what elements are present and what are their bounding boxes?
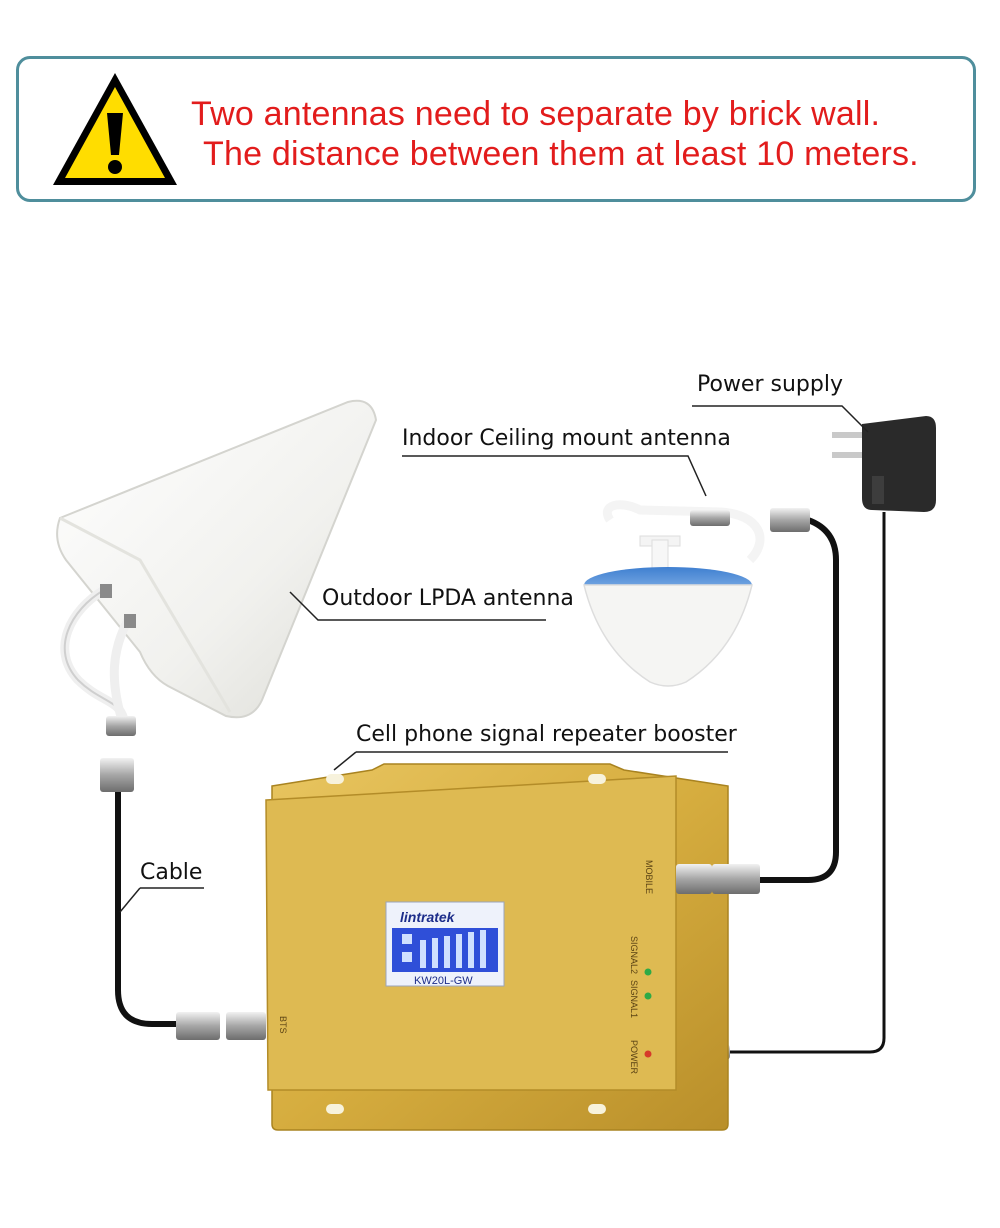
indoor-antenna-label: Indoor Ceiling mount antenna xyxy=(402,426,731,451)
device-model: KW20L-GW xyxy=(414,975,473,987)
power-supply-label: Power supply xyxy=(697,372,843,397)
bts-port-label: BTS xyxy=(278,1016,288,1034)
signal2-label: SIGNAL2 xyxy=(629,936,639,974)
signal-booster-image: lintratek KW20L-GW BTS MOBILE SIGNAL1 SI… xyxy=(176,763,760,1131)
outdoor-cable xyxy=(115,790,176,1027)
mobile-port-connector xyxy=(676,864,712,894)
outdoor-antenna-label: Outdoor LPDA antenna xyxy=(322,586,574,611)
outdoor-lpda-antenna-image xyxy=(56,399,378,736)
device-brand: lintratek xyxy=(400,909,456,925)
warning-triangle-icon xyxy=(53,73,177,185)
mobile-port-cable xyxy=(760,517,839,883)
power-led-label: POWER xyxy=(629,1040,639,1075)
warning-banner: Two antennas need to separate by brick w… xyxy=(16,56,976,202)
outdoor-cable-connector-top xyxy=(100,758,134,792)
leader-lines xyxy=(119,405,869,913)
indoor-antenna-connector xyxy=(770,508,810,532)
booster-label: Cell phone signal repeater booster xyxy=(356,722,737,747)
warning-text-line-1: Two antennas need to separate by brick w… xyxy=(191,95,881,133)
signal1-label: SIGNAL1 xyxy=(629,980,639,1018)
mobile-port-label: MOBILE xyxy=(644,860,654,894)
indoor-ceiling-antenna-image xyxy=(583,500,765,687)
cable-label: Cable xyxy=(140,860,203,885)
warning-text-line-2: The distance between them at least 10 me… xyxy=(203,135,919,173)
bts-port-connector xyxy=(226,1012,266,1040)
power-supply-adapter-image xyxy=(832,416,936,512)
power-cord xyxy=(730,512,886,1054)
